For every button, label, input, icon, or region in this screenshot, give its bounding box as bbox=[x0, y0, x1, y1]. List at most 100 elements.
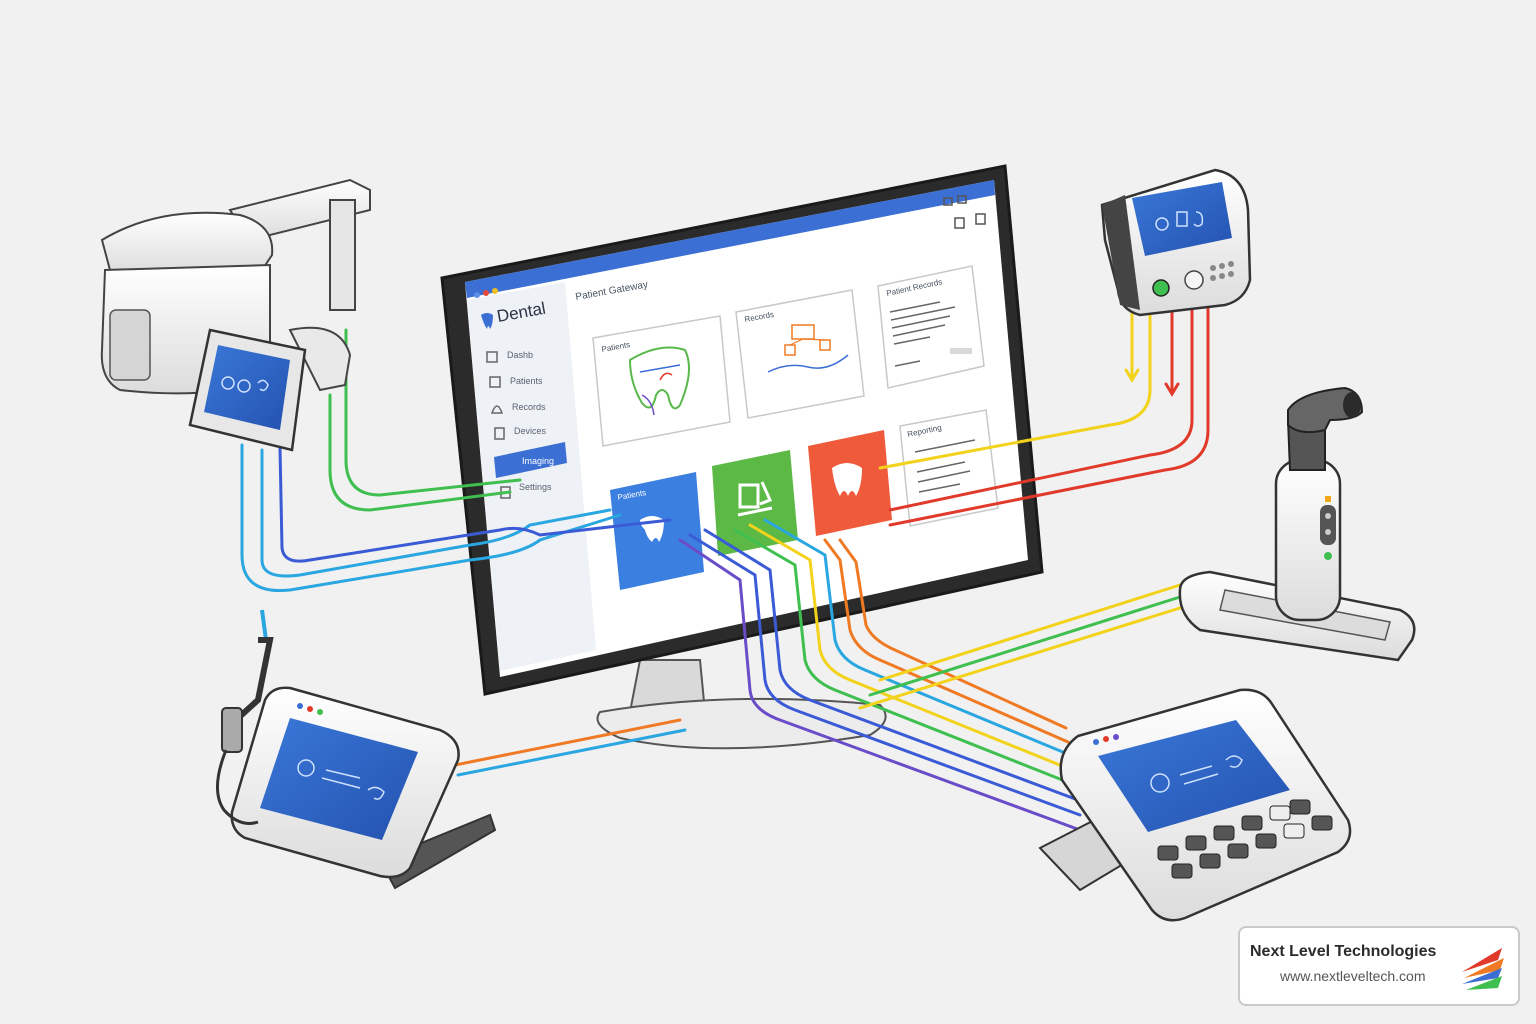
card-records[interactable]: Records bbox=[735, 289, 865, 419]
cable bbox=[763, 518, 1072, 757]
card-patient-records[interactable]: Patient Records bbox=[877, 265, 985, 389]
app-titlebar bbox=[465, 180, 995, 298]
sidebar-item-patients[interactable]: Patients bbox=[489, 376, 543, 388]
cable bbox=[888, 303, 1194, 512]
keypad-keys[interactable] bbox=[1157, 799, 1333, 879]
tooth-icon bbox=[832, 463, 862, 496]
cables bbox=[240, 298, 1210, 832]
sidebar-item-dashboard[interactable]: Dashb bbox=[486, 350, 533, 363]
header-icon[interactable] bbox=[943, 197, 953, 206]
control-keypad bbox=[1038, 688, 1352, 922]
tooth-diagram-icon bbox=[628, 346, 690, 416]
document-code-icon bbox=[737, 481, 773, 517]
cable bbox=[703, 528, 1080, 802]
cable bbox=[456, 728, 687, 777]
monitor-stand bbox=[596, 659, 887, 750]
power-button[interactable] bbox=[1152, 279, 1170, 297]
keypad-screen[interactable] bbox=[1098, 720, 1290, 832]
screen-icon bbox=[1179, 765, 1219, 785]
cable bbox=[453, 718, 682, 767]
brand-name: Next Level Technologies bbox=[1250, 943, 1437, 960]
screen-icon bbox=[1225, 755, 1243, 768]
handpiece-icon bbox=[215, 609, 274, 825]
tooth-logo-icon bbox=[481, 313, 493, 329]
cable bbox=[878, 583, 1182, 682]
tile-background bbox=[712, 450, 798, 556]
card-patients[interactable]: Patients bbox=[592, 315, 731, 447]
cable bbox=[344, 328, 522, 497]
patient-monitor-screen[interactable] bbox=[1132, 182, 1232, 256]
cable bbox=[733, 528, 1077, 787]
brand-logo-icon bbox=[1462, 948, 1504, 990]
sidebar-item-records[interactable]: Records bbox=[490, 402, 546, 414]
xray-screen[interactable] bbox=[204, 345, 290, 430]
screen-icon bbox=[221, 376, 235, 390]
tile-tooth-red[interactable] bbox=[808, 430, 892, 536]
flowchart-icon bbox=[767, 324, 849, 373]
screen-icon bbox=[1193, 211, 1204, 227]
calendar-icon bbox=[489, 376, 501, 388]
screen-icon bbox=[297, 759, 315, 777]
clipboard-icon[interactable] bbox=[975, 213, 986, 225]
cable bbox=[1164, 382, 1180, 397]
sidebar-item-label: Dashb bbox=[507, 350, 533, 360]
bell-icon bbox=[490, 405, 504, 414]
brand-badge[interactable]: Next Level Technologies www.nextleveltec… bbox=[1238, 926, 1520, 1006]
monitor: Dental Patient Gateway Dashb Patients Re… bbox=[440, 164, 1044, 696]
cable bbox=[328, 393, 512, 512]
console-screen[interactable] bbox=[260, 718, 418, 840]
document-lines-icon bbox=[889, 301, 972, 367]
tile-documents[interactable] bbox=[712, 450, 798, 556]
sidebar-item-label: Records bbox=[512, 402, 546, 412]
scanner-button[interactable] bbox=[1320, 505, 1336, 545]
dental-handpiece-console bbox=[215, 609, 497, 890]
add-document-icon[interactable] bbox=[954, 217, 965, 229]
scanner-lens bbox=[1343, 392, 1361, 418]
screen-icon bbox=[321, 769, 361, 789]
cable bbox=[240, 443, 622, 593]
screen-icon bbox=[367, 786, 385, 800]
cable bbox=[823, 538, 1070, 744]
window-dot[interactable] bbox=[474, 292, 480, 298]
cable bbox=[878, 308, 1152, 470]
screen-icon bbox=[237, 379, 251, 393]
monitor-top-right bbox=[1100, 168, 1252, 317]
window-dot[interactable] bbox=[492, 288, 498, 294]
cable bbox=[888, 298, 1210, 527]
xray-control-panel bbox=[188, 328, 307, 452]
screen-icon bbox=[1150, 773, 1170, 793]
tile-patients[interactable]: Patients bbox=[610, 472, 704, 590]
screen-icon bbox=[1176, 211, 1188, 227]
sidebar-active-highlight bbox=[494, 442, 567, 478]
xray-unit bbox=[100, 178, 371, 452]
sidebar-item-label: Patients bbox=[510, 376, 543, 386]
dial-button[interactable] bbox=[1184, 270, 1204, 290]
card-reporting[interactable]: Reporting bbox=[899, 409, 999, 527]
cable bbox=[678, 538, 1082, 832]
sidebar-item-devices[interactable]: Devices bbox=[494, 426, 547, 440]
status-led bbox=[1324, 552, 1332, 560]
sidebar-item-label: Imaging bbox=[522, 456, 554, 466]
window-dot[interactable] bbox=[483, 290, 489, 296]
keypad-buttons[interactable] bbox=[1210, 261, 1234, 281]
cable bbox=[858, 606, 1182, 710]
header-icon[interactable] bbox=[957, 195, 967, 204]
sidebar-item-label: Settings bbox=[519, 482, 552, 492]
cable bbox=[278, 446, 672, 563]
cable bbox=[688, 533, 1082, 817]
document-icon bbox=[494, 427, 505, 440]
sidebar-item-imaging[interactable]: Imaging bbox=[494, 442, 567, 478]
screen-icon bbox=[1155, 217, 1169, 231]
cable bbox=[260, 448, 612, 578]
intraoral-scanner bbox=[1178, 386, 1416, 662]
brand-url[interactable]: www.nextleveltech.com bbox=[1280, 968, 1426, 984]
cable bbox=[838, 538, 1068, 730]
dashboard-icon bbox=[486, 351, 498, 363]
screen-icon bbox=[257, 379, 269, 392]
scanner-head bbox=[1287, 386, 1364, 434]
cable bbox=[748, 523, 1074, 772]
sidebar-item-label: Devices bbox=[514, 426, 547, 436]
cable bbox=[868, 595, 1182, 697]
cable bbox=[1124, 368, 1140, 383]
